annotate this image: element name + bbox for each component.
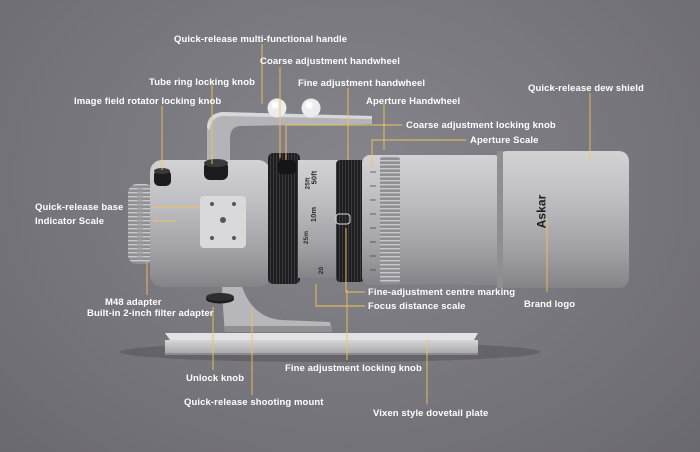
scale-10m: 10m [309,206,319,223]
scale-ring [298,160,338,278]
label-brand-logo: Brand logo [524,299,576,310]
scale-25m: 25m [303,230,311,245]
m48-adapter [128,184,154,264]
quick-release-handle [207,98,372,160]
label-fine-handwheel: Fine adjustment handwheel [298,78,426,89]
label-dew-shield: Quick-release dew shield [528,83,644,94]
fine-centre-marking [335,213,351,225]
label-aperture-scale: Aperture Scale [470,135,539,146]
dovetail-plate [165,333,478,355]
label-coarse-handwheel: Coarse adjustment handwheel [260,56,400,67]
tube-ring-knob [204,159,228,180]
leader-lines [146,44,591,404]
label-tube-ring-knob: Tube ring locking knob [149,77,255,88]
label-rotator-knob: Image field rotator locking knob [74,96,222,107]
label-indicator-scale: Indicator Scale [35,216,105,227]
brand-logo: Askar [534,194,549,229]
aperture-handwheel [380,156,400,284]
label-centre-marking: Fine-adjustment centre marking [368,287,516,298]
rotator-knob [154,168,171,186]
label-m48: M48 adapter [105,297,162,308]
label-dovetail: Vixen style dovetail plate [373,408,489,419]
label-filter-adapter: Built-in 2-inch filter adapter [87,308,214,319]
scale-25ft: 25ft [304,177,312,190]
dew-shield-rim [497,151,503,288]
shooting-mount [222,280,332,332]
dew-shield [497,151,629,288]
label-aperture-handwheel: Aperture Handwheel [366,96,461,107]
label-unlock-knob: Unlock knob [186,373,245,384]
coarse-handwheel [268,153,300,284]
label-qr-base: Quick-release base [35,202,124,213]
coarse-locking-knob [278,160,296,174]
label-coarse-lock-knob: Coarse adjustment locking knob [406,120,556,131]
aperture-scale-ticks [370,171,376,271]
scale-20: 20 [318,266,326,275]
unlock-knob [206,293,234,304]
label-focus-scale: Focus distance scale [368,301,466,312]
label-fine-lock-knob: Fine adjustment locking knob [285,363,422,374]
label-shooting-mount: Quick-release shooting mount [184,397,324,408]
quick-release-base [200,196,246,248]
label-handle: Quick-release multi-functional handle [174,34,348,45]
